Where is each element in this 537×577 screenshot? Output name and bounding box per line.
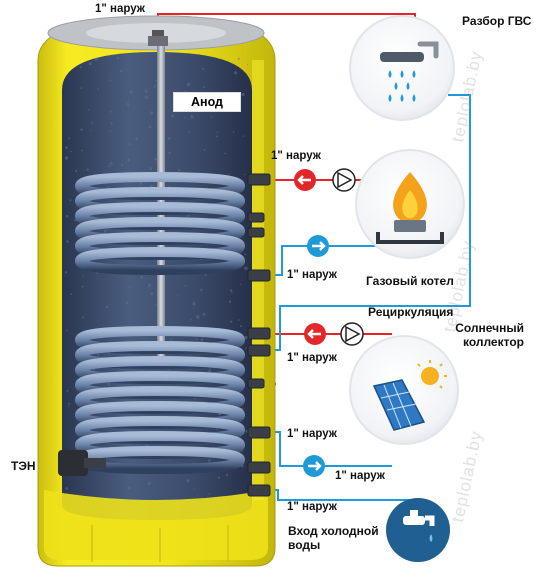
side-fittings bbox=[247, 173, 271, 497]
gas-flame-icon bbox=[376, 172, 444, 244]
recirculation-label: Рециркуляция bbox=[368, 305, 454, 319]
pump-icon bbox=[332, 168, 356, 192]
heater-label: ТЭН bbox=[11, 459, 36, 473]
solar-collector-label: Солнечный коллектор bbox=[455, 321, 524, 349]
flow-arrow-icon bbox=[304, 323, 326, 345]
upper-coil bbox=[74, 171, 246, 276]
gas-boiler-node bbox=[355, 149, 465, 259]
gas-out-fitting-label: 1" наруж bbox=[271, 150, 321, 162]
solar-node bbox=[349, 335, 459, 445]
solar-in-fitting-label: 1" наруж bbox=[335, 470, 385, 482]
solar-out-fitting-label: 1" наруж bbox=[287, 352, 337, 364]
cold-water-in-label: Вход холодной воды bbox=[288, 524, 379, 552]
top-fitting-label: 1" наруж bbox=[95, 3, 145, 15]
anode-label: Анод bbox=[173, 92, 241, 112]
shower-node bbox=[349, 15, 455, 121]
flow-arrow-icon bbox=[307, 235, 329, 257]
faucet-icon bbox=[403, 510, 435, 542]
flow-arrow-icon bbox=[294, 169, 316, 191]
cold-fitting-label: 1" наруж bbox=[287, 501, 337, 513]
flow-arrow-icon bbox=[303, 455, 325, 477]
heater-element bbox=[58, 450, 106, 476]
gas-boiler-label: Газовый котел bbox=[366, 274, 454, 288]
solar-panel-icon bbox=[372, 360, 447, 431]
gas-in-fitting-label: 1" наруж bbox=[287, 269, 337, 281]
shower-icon bbox=[380, 41, 439, 102]
coil-loop bbox=[74, 445, 246, 475]
cold-water-node bbox=[386, 498, 450, 562]
hot-water-label: Разбор ГВС bbox=[462, 14, 532, 28]
recirc-fitting-label: 1" наруж bbox=[287, 428, 337, 440]
coil-loop bbox=[74, 246, 246, 276]
lower-coil bbox=[74, 325, 246, 475]
pump-icon bbox=[340, 322, 364, 346]
